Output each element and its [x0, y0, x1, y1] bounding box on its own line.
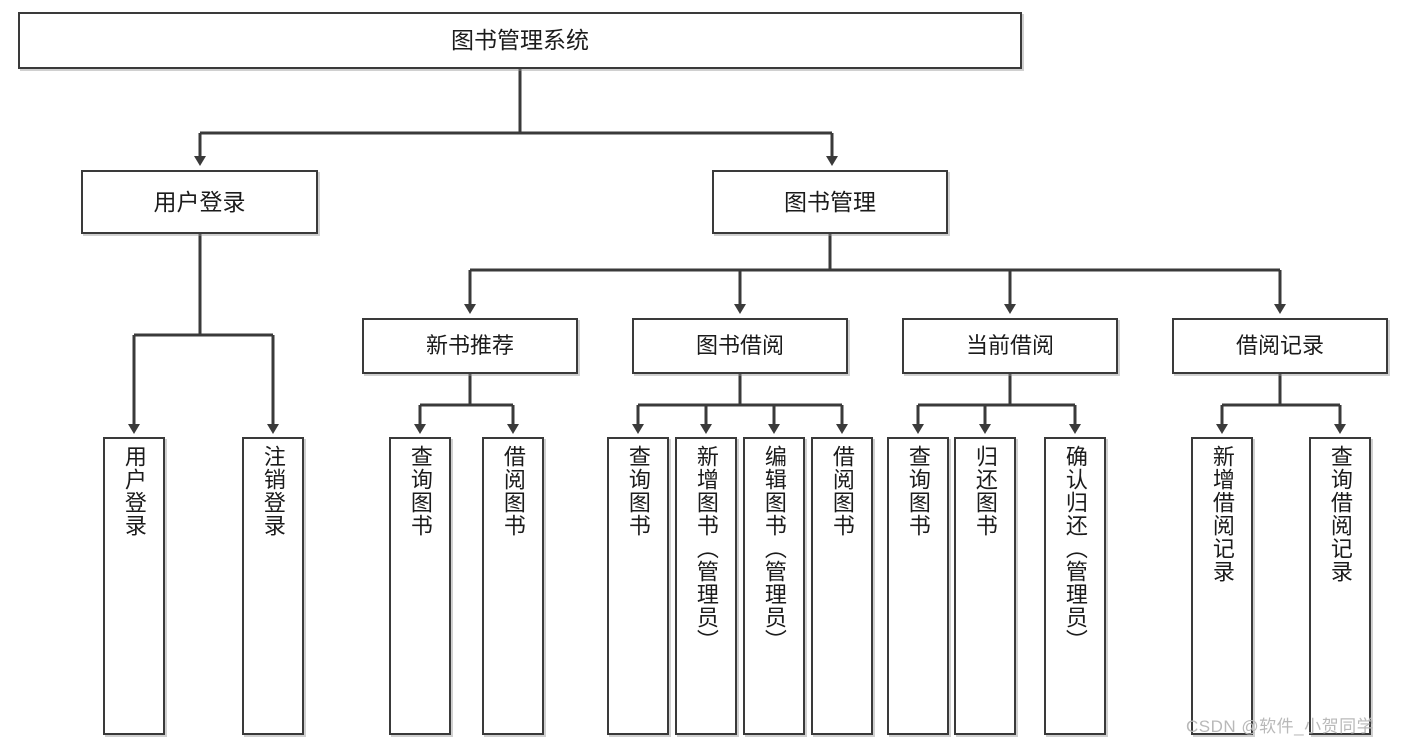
- node-user-login[interactable]: 用户登录: [81, 170, 318, 234]
- node-borrow-record[interactable]: 借阅记录: [1172, 318, 1388, 374]
- leaf-current-borrow-confirm-return-admin[interactable]: 确认归还（管理员）: [1044, 437, 1106, 735]
- node-new-book-recommend[interactable]: 新书推荐: [362, 318, 578, 374]
- node-label: 新书推荐: [425, 333, 514, 359]
- node-label: 借阅记录: [1235, 333, 1324, 359]
- leaf-user-login-login[interactable]: 用户登录: [103, 437, 165, 735]
- node-label: 新增图书（管理员）: [693, 445, 719, 652]
- node-label: 查询图书: [407, 445, 433, 537]
- node-current-borrow[interactable]: 当前借阅: [902, 318, 1118, 374]
- node-label: 新增借阅记录: [1209, 445, 1235, 583]
- node-label: 查询图书: [905, 445, 931, 537]
- node-label: 编辑图书（管理员）: [761, 445, 787, 652]
- leaf-current-borrow-return-book[interactable]: 归还图书: [954, 437, 1016, 735]
- node-book-borrow[interactable]: 图书借阅: [632, 318, 848, 374]
- leaf-new-book-query-book[interactable]: 查询图书: [389, 437, 451, 735]
- node-label: 用户登录: [153, 188, 246, 215]
- leaf-user-login-logout[interactable]: 注销登录: [242, 437, 304, 735]
- leaf-book-borrow-add-book-admin[interactable]: 新增图书（管理员）: [675, 437, 737, 735]
- node-label: 查询借阅记录: [1327, 445, 1353, 583]
- node-label: 注销登录: [260, 445, 286, 537]
- leaf-book-borrow-borrow-book[interactable]: 借阅图书: [811, 437, 873, 735]
- node-label: 查询图书: [625, 445, 651, 537]
- watermark: CSDN @软件_小贺同学: [1186, 717, 1375, 736]
- node-label: 借阅图书: [829, 445, 855, 537]
- leaf-borrow-record-add-record[interactable]: 新增借阅记录: [1191, 437, 1253, 735]
- leaf-new-book-borrow-book[interactable]: 借阅图书: [482, 437, 544, 735]
- node-label: 图书借阅: [695, 333, 784, 359]
- node-label: 借阅图书: [500, 445, 526, 537]
- node-label: 用户登录: [121, 445, 147, 537]
- node-root-book-management-system[interactable]: 图书管理系统: [18, 12, 1022, 69]
- leaf-book-borrow-edit-book-admin[interactable]: 编辑图书（管理员）: [743, 437, 805, 735]
- node-label: 归还图书: [972, 445, 998, 537]
- leaf-borrow-record-query-record[interactable]: 查询借阅记录: [1309, 437, 1371, 735]
- leaf-book-borrow-query-book[interactable]: 查询图书: [607, 437, 669, 735]
- node-label: 图书管理: [784, 188, 876, 215]
- node-label: 当前借阅: [965, 333, 1054, 359]
- node-book-management[interactable]: 图书管理: [712, 170, 948, 234]
- node-label: 图书管理系统: [451, 27, 589, 54]
- leaf-current-borrow-query-book[interactable]: 查询图书: [887, 437, 949, 735]
- node-label: 确认归还（管理员）: [1062, 445, 1088, 652]
